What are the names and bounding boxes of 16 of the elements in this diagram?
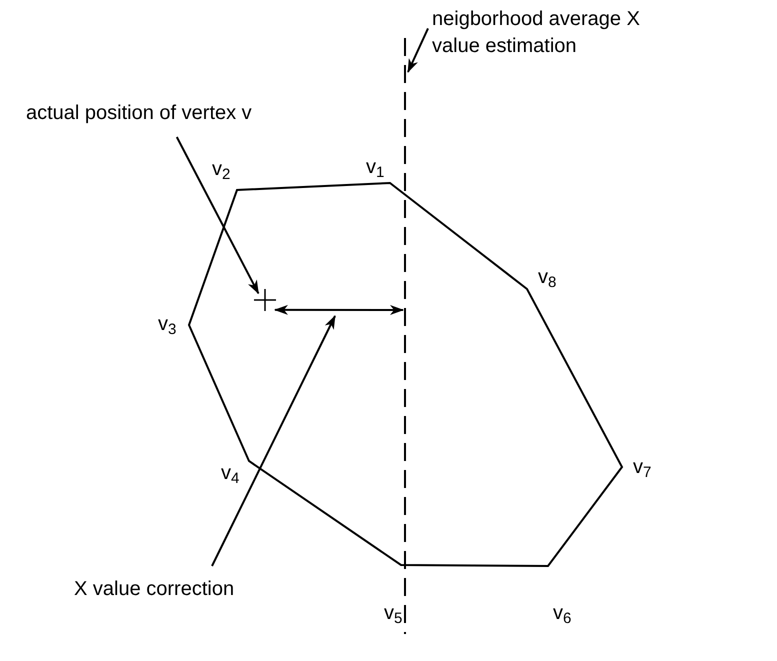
vertex-label: v$_{7}$: [633, 456, 652, 478]
leader-arrow: [211, 315, 336, 566]
vertex-label: v$_{3}$: [158, 313, 176, 335]
leader-arrow: [176, 136, 260, 294]
vertex-label: v$_{4}$: [221, 462, 240, 484]
annotation-text: neigborhood average X value estimation: [432, 6, 647, 60]
annotation-text: X value correction: [74, 576, 304, 603]
vertex-label: v$_{5}$: [384, 602, 402, 624]
vertex-label: v$_{2}$: [212, 158, 230, 180]
leader-arrow: [407, 28, 429, 73]
cross-marker: [254, 289, 276, 311]
vertex-label: v$_{8}$: [538, 266, 556, 288]
vertex-label: v$_{6}$: [553, 602, 572, 624]
vertex-label: v$_{1}$: [366, 156, 384, 178]
annotation-text: actual position of vertex v: [26, 100, 316, 127]
double-arrow: [274, 304, 404, 315]
